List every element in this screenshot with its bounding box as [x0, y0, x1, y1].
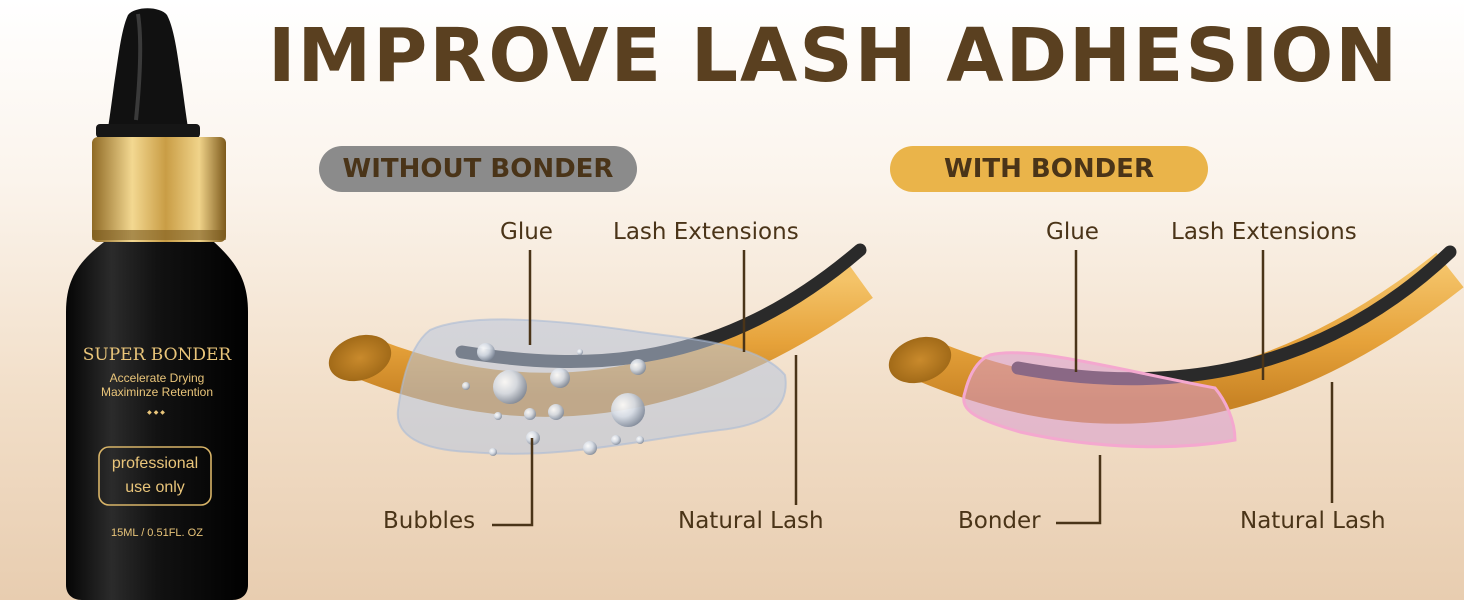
bonder-blob	[962, 351, 1237, 449]
without-bonder-diagram	[328, 243, 873, 527]
with-bonder-diagram	[888, 245, 1464, 525]
bottle-line-2: Maximinze Retention	[100, 385, 214, 399]
label-glue-right: Glue	[1046, 219, 1099, 245]
natural-lash-right-cap	[888, 336, 952, 384]
product-bottle	[66, 8, 248, 600]
bottle-ornament: ◆◆◆	[147, 410, 167, 416]
label-lash-extensions-left: Lash Extensions	[613, 219, 799, 245]
glue-bubbles	[462, 343, 646, 456]
label-natural-lash-left: Natural Lash	[678, 508, 824, 534]
without-bonder-badge: WITHOUT BONDER	[319, 146, 637, 192]
bottle-badge-line-2: use only	[125, 479, 185, 496]
dropper-bulb	[108, 8, 188, 128]
label-bubbles: Bubbles	[383, 508, 476, 534]
bottle-badge-line-1: professional	[111, 455, 199, 472]
gold-collar	[92, 137, 226, 242]
professional-badge-frame	[98, 446, 212, 506]
bottle-brand: SUPER BONDER	[82, 345, 232, 365]
bottle-body	[66, 242, 248, 600]
label-glue-left: Glue	[500, 219, 553, 245]
bottle-line-1: Accelerate Drying	[109, 371, 205, 385]
bottle-volume: 15ML / 0.51FL. OZ	[111, 527, 203, 539]
with-bonder-badge: WITH BONDER	[890, 146, 1208, 192]
label-bonder: Bonder	[958, 508, 1041, 534]
natural-lash-left-cap	[328, 334, 392, 382]
label-lash-extensions-right: Lash Extensions	[1171, 219, 1357, 245]
label-natural-lash-right: Natural Lash	[1240, 508, 1386, 534]
headline-title: IMPROVE LASH ADHESION	[268, 13, 1400, 99]
